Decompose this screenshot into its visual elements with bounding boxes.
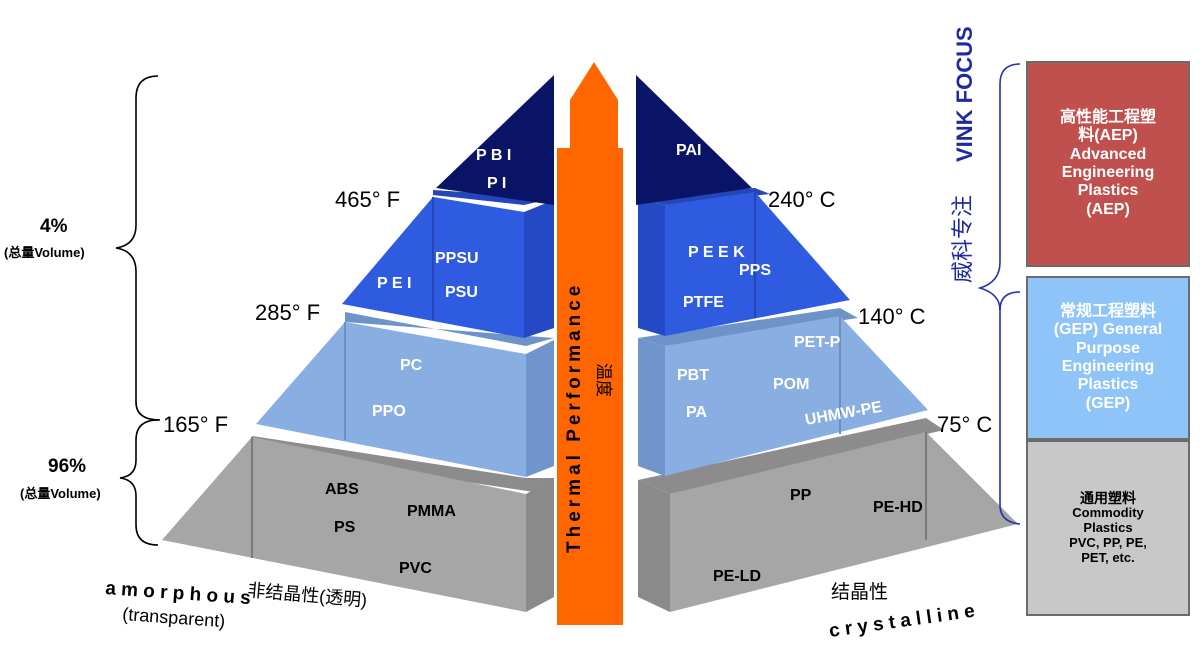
brace-top (115, 75, 161, 421)
arrow-label-cn: 温度 (594, 363, 613, 397)
commodity-box: 通用塑料 Commodity Plastics PVC, PP, PE, PET… (1026, 440, 1190, 616)
label-peld: PE-LD (713, 568, 761, 585)
aep-box: 高性能工程塑 料(AEP) Advanced Engineering Plast… (1026, 61, 1190, 267)
volume-bottom-note: (总量Volume) (20, 486, 101, 501)
temp-285f: 285° F (255, 300, 320, 325)
label-pbi: P B I (476, 147, 511, 164)
right-tier4-front (670, 432, 1018, 612)
left-tier3-front (256, 322, 526, 477)
transparent-label: (transparent) (122, 604, 226, 631)
brace-bottom (119, 419, 159, 546)
aep-line-4: Engineering (1061, 164, 1155, 181)
label-pi: P I (487, 175, 506, 192)
arrow-label: Thermal Performance (564, 282, 585, 553)
label-pmma: PMMA (407, 503, 456, 520)
right-tier2-top (638, 188, 770, 205)
left-tier3-labels: PC PPO (372, 357, 423, 420)
right-tier2-labels: P E E K PPS PTFE (683, 244, 771, 311)
label-pom: POM (773, 376, 809, 393)
label-psu: PSU (445, 284, 478, 301)
temp-165f: 165° F (163, 412, 228, 437)
left-tier4-back (252, 436, 554, 495)
volume-top-pct: 4% (40, 216, 68, 237)
left-tier2-back (433, 190, 554, 205)
brace-right-bottom (999, 291, 1021, 525)
amorphous-cn-label: 非结晶性(透明) (247, 580, 368, 610)
gep-line-3: Purpose (1075, 339, 1140, 357)
label-pp: PP (790, 487, 812, 504)
right-tier2-side (638, 198, 665, 336)
temp-140c: 140° C (858, 304, 926, 329)
crystalline-label: c r y s t a l l i n e (828, 601, 976, 642)
gep-box: 常规工程塑料 (GEP) General Purpose Engineering… (1026, 276, 1190, 440)
label-petp: PET-P (794, 334, 841, 351)
right-tier3-side (638, 338, 665, 476)
commodity-line-4: PVC, PP, PE, (1069, 535, 1147, 551)
commodity-line-1: 通用塑料 (1080, 490, 1136, 507)
aep-line-3: Advanced (1069, 145, 1147, 163)
temp-465f: 465° F (335, 187, 400, 212)
left-tier2-labels: PPSU P E I PSU (377, 250, 479, 301)
label-peek: P E E K (688, 244, 745, 261)
label-ppo: PPO (372, 403, 406, 420)
right-tier4-top (638, 418, 944, 494)
commodity-line-5: PET, etc. (1081, 549, 1135, 565)
label-pc: PC (400, 357, 423, 374)
right-tier2-front (665, 192, 850, 336)
gep-line-4: Engineering (1061, 358, 1155, 375)
left-tier4-side (526, 478, 554, 612)
left-pyramid (162, 75, 554, 612)
commodity-line-3: Plastics (1083, 520, 1133, 536)
label-pai: PAI (676, 142, 701, 159)
gep-line-5: Plastics (1077, 376, 1139, 394)
vink-focus-title-cn: 威科专注 (950, 195, 975, 283)
aep-line-2: 料(AEP) (1078, 127, 1138, 145)
label-pehd: PE-HD (873, 499, 923, 516)
volume-bottom-pct: 96% (48, 456, 86, 477)
temp-240c: 240° C (768, 187, 836, 212)
aep-line-6: (AEP) (1086, 200, 1130, 218)
temperature-labels: 465° F 285° F 165° F 240° C 140° C 75° C (163, 187, 992, 437)
gep-line-6: (GEP) (1085, 394, 1131, 412)
gep-line-1: 常规工程塑料 (1059, 302, 1156, 320)
left-tier1-labels: P B I P I (476, 147, 511, 192)
gep-line-2: (GEP) General (1053, 321, 1163, 339)
left-tier1 (436, 75, 554, 205)
label-pei: P E I (377, 275, 411, 292)
label-ppsu: PPSU (435, 250, 479, 267)
label-pbt: PBT (677, 367, 709, 384)
left-tier4-labels: ABS PMMA PS PVC (325, 481, 456, 577)
brace-right-top (977, 63, 1021, 311)
commodity-line-2: Commodity (1072, 505, 1144, 521)
label-abs: ABS (325, 481, 359, 498)
right-tier4-side (638, 480, 670, 612)
temp-75c: 75° C (937, 412, 992, 437)
crystalline-cn-label: 结晶性 (831, 581, 888, 603)
label-pvc: PVC (399, 560, 432, 577)
right-tier3-front (665, 316, 928, 476)
label-pps: PPS (739, 262, 771, 279)
label-ptfe: PTFE (683, 294, 724, 311)
left-tier3-side (526, 340, 554, 477)
aep-line-5: Plastics (1077, 182, 1139, 200)
right-pyramid (636, 75, 1018, 612)
right-tier1-labels: PAI (676, 142, 701, 159)
label-ps: PS (334, 519, 356, 536)
right-tier1 (636, 75, 752, 205)
right-tier3-top (638, 308, 858, 346)
left-tier3-back (345, 312, 554, 346)
label-pa: PA (686, 404, 707, 421)
thermal-arrow (557, 62, 623, 625)
volume-top-note: (总量Volume) (4, 245, 85, 260)
aep-line-1: 高性能工程塑 (1059, 108, 1156, 126)
vink-focus-title-en: VINK FOCUS (952, 26, 977, 162)
right-tier4-labels: PP PE-HD PE-LD (713, 487, 923, 585)
left-tier2-side (524, 200, 554, 338)
